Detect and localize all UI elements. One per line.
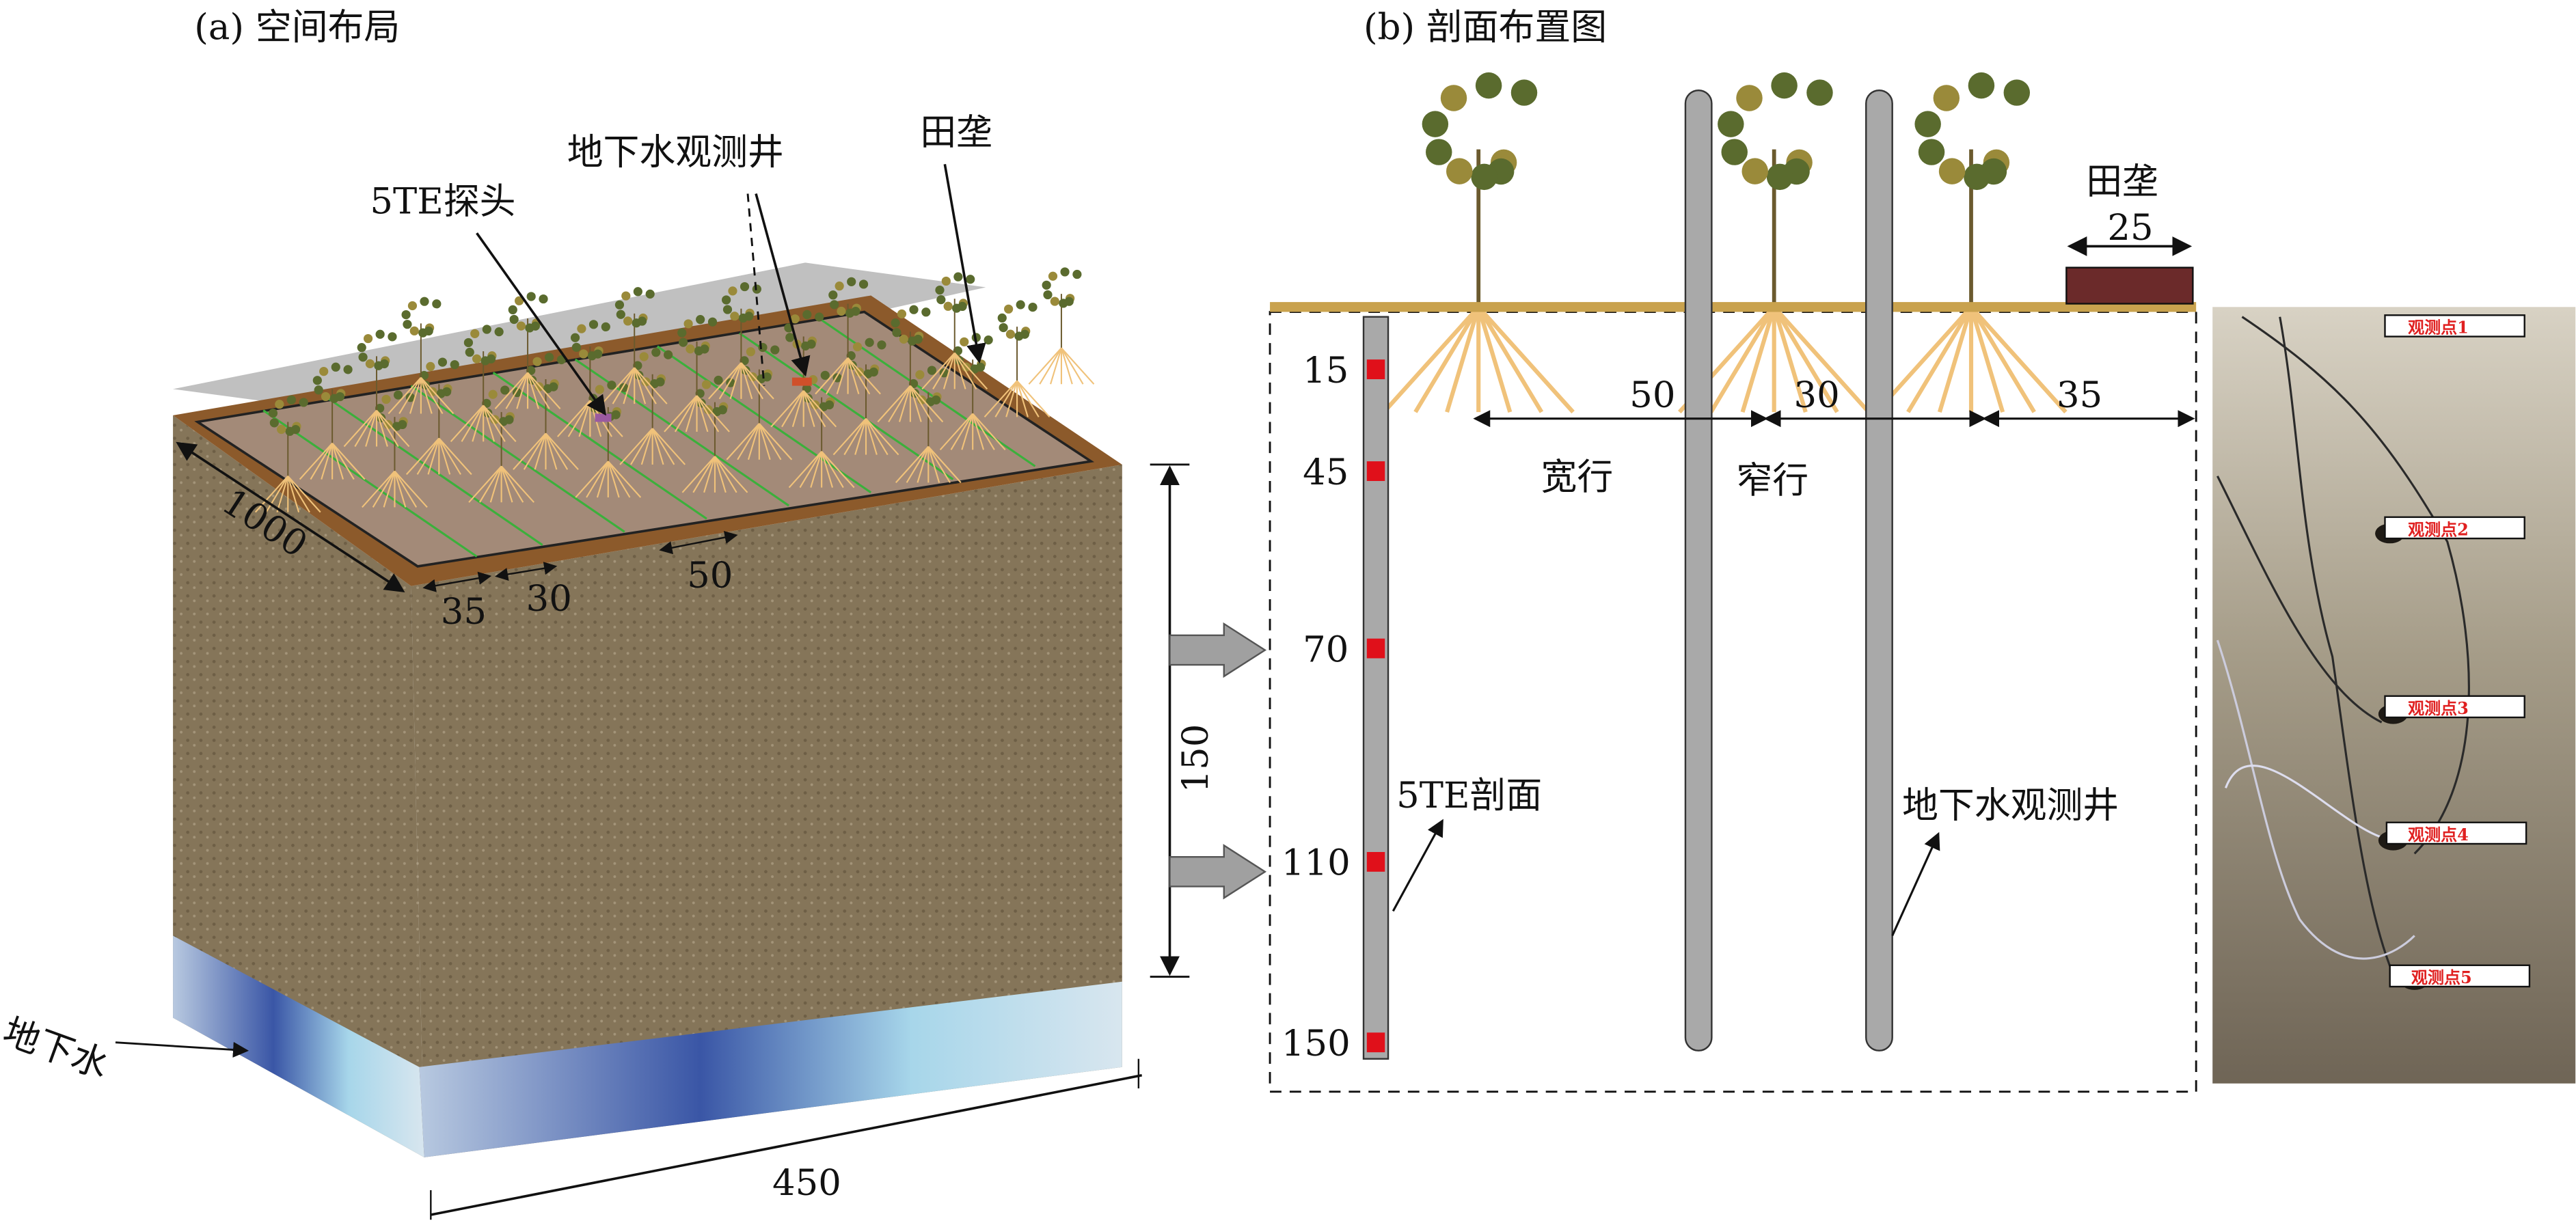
well-label: 地下水观测井 — [567, 131, 784, 173]
probe-pole — [1362, 316, 1389, 1060]
panel-a-title: (a) 空间布局 — [194, 7, 400, 49]
cotton-plant — [815, 277, 881, 395]
well-arrow — [755, 193, 811, 377]
width-dimension: 450 — [772, 1162, 841, 1204]
panel-a: (a) 空间布局 5TE探头 地下水观测井 田垄 1000 35 30 50 — [0, 7, 1267, 1220]
probe-arrow — [476, 232, 607, 416]
ridge-width: 25 — [2107, 207, 2153, 249]
observation-point-3: 观测点3 — [2408, 698, 2469, 718]
spacing-30: 30 — [1794, 374, 1840, 416]
wide-row-dimension: 50 — [687, 555, 733, 596]
profile-arrow — [1392, 819, 1443, 912]
observation-point-2: 观测点2 — [2408, 519, 2469, 539]
cotton-plants — [254, 267, 1095, 513]
soil-right-face — [411, 464, 1122, 1157]
groundwater-layer-right — [419, 981, 1122, 1157]
cotton-plant — [468, 385, 534, 503]
groundwater-layer-left — [173, 935, 424, 1157]
ridge-label: 田垄 — [920, 111, 992, 153]
cotton-plant — [664, 315, 730, 432]
length-dimension-arrow — [176, 441, 405, 592]
cotton-plant — [832, 338, 899, 456]
well-pipe-1 — [1684, 89, 1713, 1052]
cotton-plant — [681, 375, 748, 493]
ridge-block — [2065, 266, 2194, 305]
observation-point-4: 观测点4 — [2408, 825, 2469, 844]
narrow-row-dimension: 30 — [526, 578, 572, 620]
cotton-plant — [1382, 72, 1575, 414]
cotton-plant — [494, 292, 561, 409]
depth-70: 70 — [1303, 629, 1348, 670]
well-arrow-b — [1891, 832, 1940, 937]
cotton-plant — [770, 310, 837, 428]
wide-edge-dimension: 35 — [441, 591, 487, 633]
well-dashed-line — [746, 193, 765, 386]
ridge-arrow — [943, 163, 986, 364]
depth-45: 45 — [1303, 452, 1348, 493]
spacing-35: 35 — [2057, 374, 2102, 416]
cotton-plant — [877, 305, 944, 423]
ground-surface — [1270, 302, 2197, 312]
sensor-70 — [1366, 638, 1385, 659]
cotton-plant — [450, 325, 517, 443]
narrow-row-arrow — [495, 562, 558, 581]
width-dimension-line — [430, 1073, 1143, 1216]
wide-row-label: 宽行 — [1541, 456, 1614, 498]
probe-label: 5TE探头 — [370, 180, 515, 222]
well-label-b: 地下水观测井 — [1902, 785, 2119, 827]
sensor-15 — [1366, 359, 1385, 380]
narrow-row-label: 窄行 — [1736, 460, 1808, 501]
well-pipe-2 — [1865, 89, 1893, 1052]
cotton-plant — [405, 357, 472, 476]
spacing-50: 50 — [1629, 374, 1675, 416]
cotton-plant — [708, 281, 774, 400]
well-marker — [791, 377, 812, 386]
probe-marker — [595, 413, 612, 422]
depth-150: 150 — [1282, 1023, 1351, 1064]
cotton-plant — [1028, 267, 1095, 385]
cotton-plants-profile — [1382, 72, 2067, 414]
depth-110: 110 — [1282, 842, 1351, 884]
observation-point-5: 观测点5 — [2411, 967, 2472, 987]
groundwater-label: 地下水 — [0, 1011, 113, 1087]
panel-b-title: (b) 剖面布置图 — [1364, 7, 1607, 49]
observation-tags: 观测点1 观测点2 观测点3 观测点4 观测点5 — [2384, 314, 2531, 988]
cotton-plant — [984, 300, 1050, 417]
sensor-cables — [2216, 316, 2470, 986]
sensor-marks — [1366, 359, 1385, 1053]
wide-edge-arrow — [422, 571, 492, 592]
link-arrow-110 — [1169, 844, 1267, 900]
sensor-45 — [1366, 461, 1385, 481]
profile-frame — [1269, 311, 2197, 1093]
depth-15: 15 — [1303, 350, 1348, 391]
cotton-plant — [1875, 72, 2067, 414]
link-arrow-70 — [1169, 622, 1267, 678]
field-photo: 观测点1 观测点2 观测点3 观测点4 观测点5 — [2212, 307, 2576, 1084]
sensor-110 — [1366, 851, 1385, 872]
sensor-150 — [1366, 1032, 1385, 1053]
profile-label: 5TE剖面 — [1396, 775, 1542, 816]
depth-dimension: 150 — [1175, 724, 1217, 793]
cotton-plant — [1678, 72, 1871, 414]
cotton-plant — [921, 272, 988, 390]
wide-row-arrow — [659, 531, 738, 555]
cotton-plant — [388, 297, 455, 415]
groundwater-arrow — [115, 1041, 249, 1058]
observation-point-1: 观测点1 — [2408, 318, 2469, 338]
ridge-label-b: 田垄 — [2086, 161, 2158, 203]
panel-b: (b) 剖面布置图 田垄 25 15 45 70 110 150 50 30 3… — [1269, 7, 2197, 1093]
